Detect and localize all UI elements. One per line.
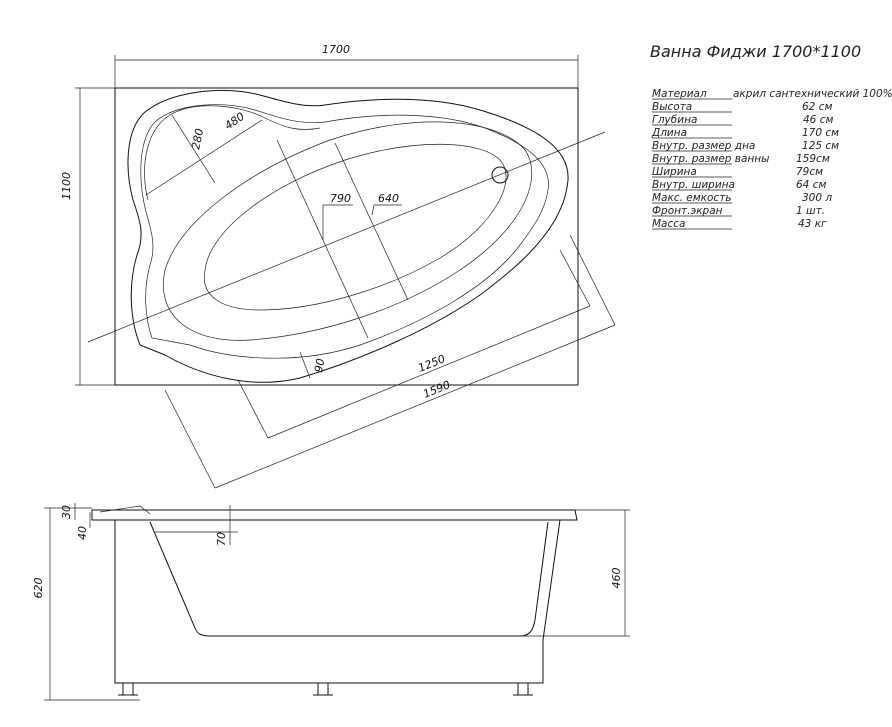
dim-rim-30: 30 [60,505,73,519]
foot-right [517,682,529,696]
bowl-bottom [203,143,507,311]
spec-label: Масса [652,218,685,230]
dim-1250-line [267,305,591,439]
spec-value: акрил сантехнический 100% [733,88,892,100]
bath-axis-line [87,131,606,343]
drain-circle [491,166,509,184]
dim-height-620: 620 [32,578,45,599]
top-view: 1700 1100 480 280 790 640 [60,43,616,489]
bowl-outer [163,121,533,341]
spec-table: Материал акрил сантехнический 100% Высота 6… [651,88,892,230]
spec-value: 170 см [802,127,839,139]
dim-1250-ext-right [559,249,591,307]
foot-left [122,682,134,696]
seat-dim-280-line [171,114,216,184]
side-rim [91,509,578,521]
dim-1590-line [214,324,616,489]
dim-640-leader-v [371,204,375,216]
dim-width-640: 640 [378,192,399,205]
side-rim-inner [99,505,151,515]
spec-value: 64 см [796,179,826,191]
dim-seat-280: 280 [189,127,206,150]
spec-value: 125 см [802,140,839,152]
spec-value: 79см [796,166,823,178]
bath-outline-rect [114,87,579,386]
dim-lip-40: 40 [76,526,89,540]
foot-middle [317,682,329,696]
spec-label: Внутр. размер ванны [652,153,769,165]
dim-width-1700: 1700 [322,43,350,56]
dim-rim-90: 90 [312,357,327,373]
seat-dim-480-line [145,119,263,196]
spec-value: 300 л [802,192,832,204]
dim-640-line [334,142,409,301]
spec-label: Макс. емкость [652,192,732,204]
side-view: 620 30 40 70 460 [32,503,630,701]
spec-value: 43 кг [798,218,827,230]
dim-step-70: 70 [215,532,228,546]
spec-label: Длина [651,127,687,139]
dim-seat-480: 480 [222,110,247,133]
dim-790-line [276,139,369,339]
dim-depth-460: 460 [610,568,623,589]
spec-label: Материал [652,88,707,100]
spec-value: 1 шт. [796,205,825,217]
spec-label: Внутр. размер дна [652,140,755,152]
spec-value: 46 см [803,114,833,126]
spec-value: 159см [796,153,830,165]
dim-width-790: 790 [330,192,351,205]
spec-label: Фронт.экран [652,205,723,217]
dim-rim-90-line [299,351,311,379]
drawing-title: Ванна Фиджи 1700*1100 [650,42,861,61]
spec-label: Высота [652,101,692,113]
side-body [114,519,561,684]
seat-contour [144,105,321,201]
spec-label: Глубина [652,114,697,126]
dim-1590-ext-right [569,234,616,326]
dim-1590-ext-left [164,389,216,489]
side-bowl [149,521,549,637]
spec-value: 62 см [802,101,832,113]
spec-label: Ширина [652,166,697,178]
bath-rim-contour [140,104,549,359]
spec-label: Внутр. ширина [652,179,735,191]
bath-outer-contour [127,90,569,383]
dim-1250-ext-left [237,379,269,439]
dim-depth-1100: 1100 [60,172,73,200]
dim-length-1250: 1250 [416,352,447,375]
